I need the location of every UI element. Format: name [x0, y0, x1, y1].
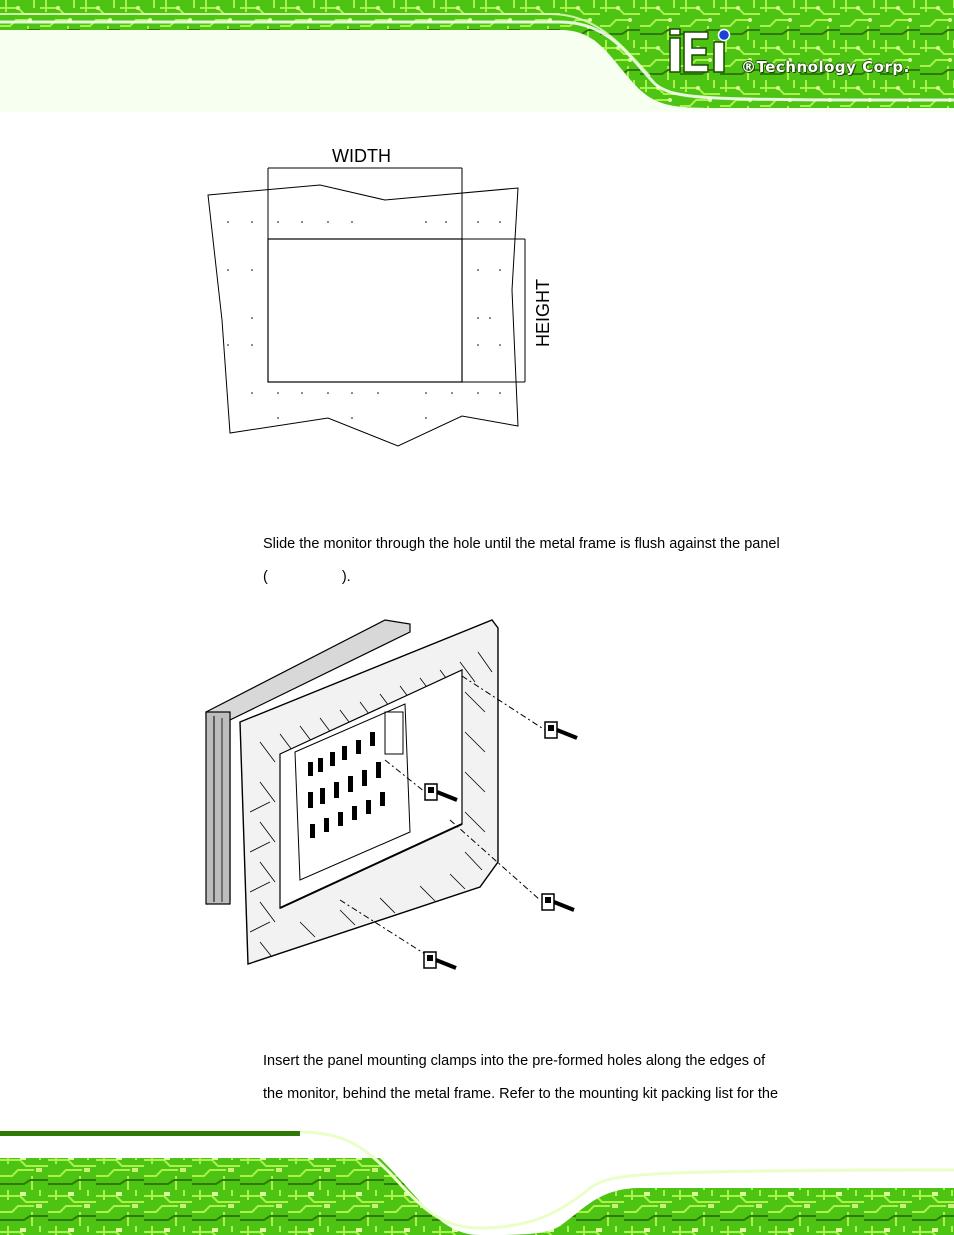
paragraph-line: the monitor, behind the metal frame. Ref…	[263, 1086, 779, 1102]
height-label: HEIGHT	[533, 279, 553, 347]
clamp-guides	[339, 675, 546, 955]
cutout-dimension-figure: WIDTH HEIGHT	[207, 146, 553, 447]
paragraph-slide-monitor: Slide the monitor through the hole until…	[263, 528, 780, 594]
mounting-clamp	[541, 893, 575, 912]
circuit-components	[308, 732, 385, 838]
iei-logo-icon	[669, 28, 731, 73]
mounting-clamp	[423, 951, 457, 970]
paragraph-insert-clamps: Insert the panel mounting clamps into th…	[263, 1045, 778, 1111]
logo-tagline: ®Technology Corp.	[741, 58, 910, 76]
panel-texture	[227, 221, 501, 419]
paragraph-line: ().	[263, 561, 780, 594]
panel-mounting-figure	[205, 619, 578, 970]
figure-ref-close: ).	[341, 569, 351, 585]
width-label: WIDTH	[332, 146, 391, 166]
cutout-rectangle	[267, 238, 463, 383]
mounting-clamp	[424, 783, 458, 802]
paragraph-line: Insert the panel mounting clamps into th…	[263, 1053, 766, 1069]
panel-outline	[207, 184, 519, 447]
footer-banner	[0, 1118, 954, 1235]
paragraph-line: Slide the monitor through the hole until…	[263, 536, 780, 552]
mounting-clamp	[544, 721, 578, 740]
figure-ref-open: (	[263, 569, 268, 585]
company-logo	[668, 28, 738, 74]
header-banner	[0, 0, 954, 112]
